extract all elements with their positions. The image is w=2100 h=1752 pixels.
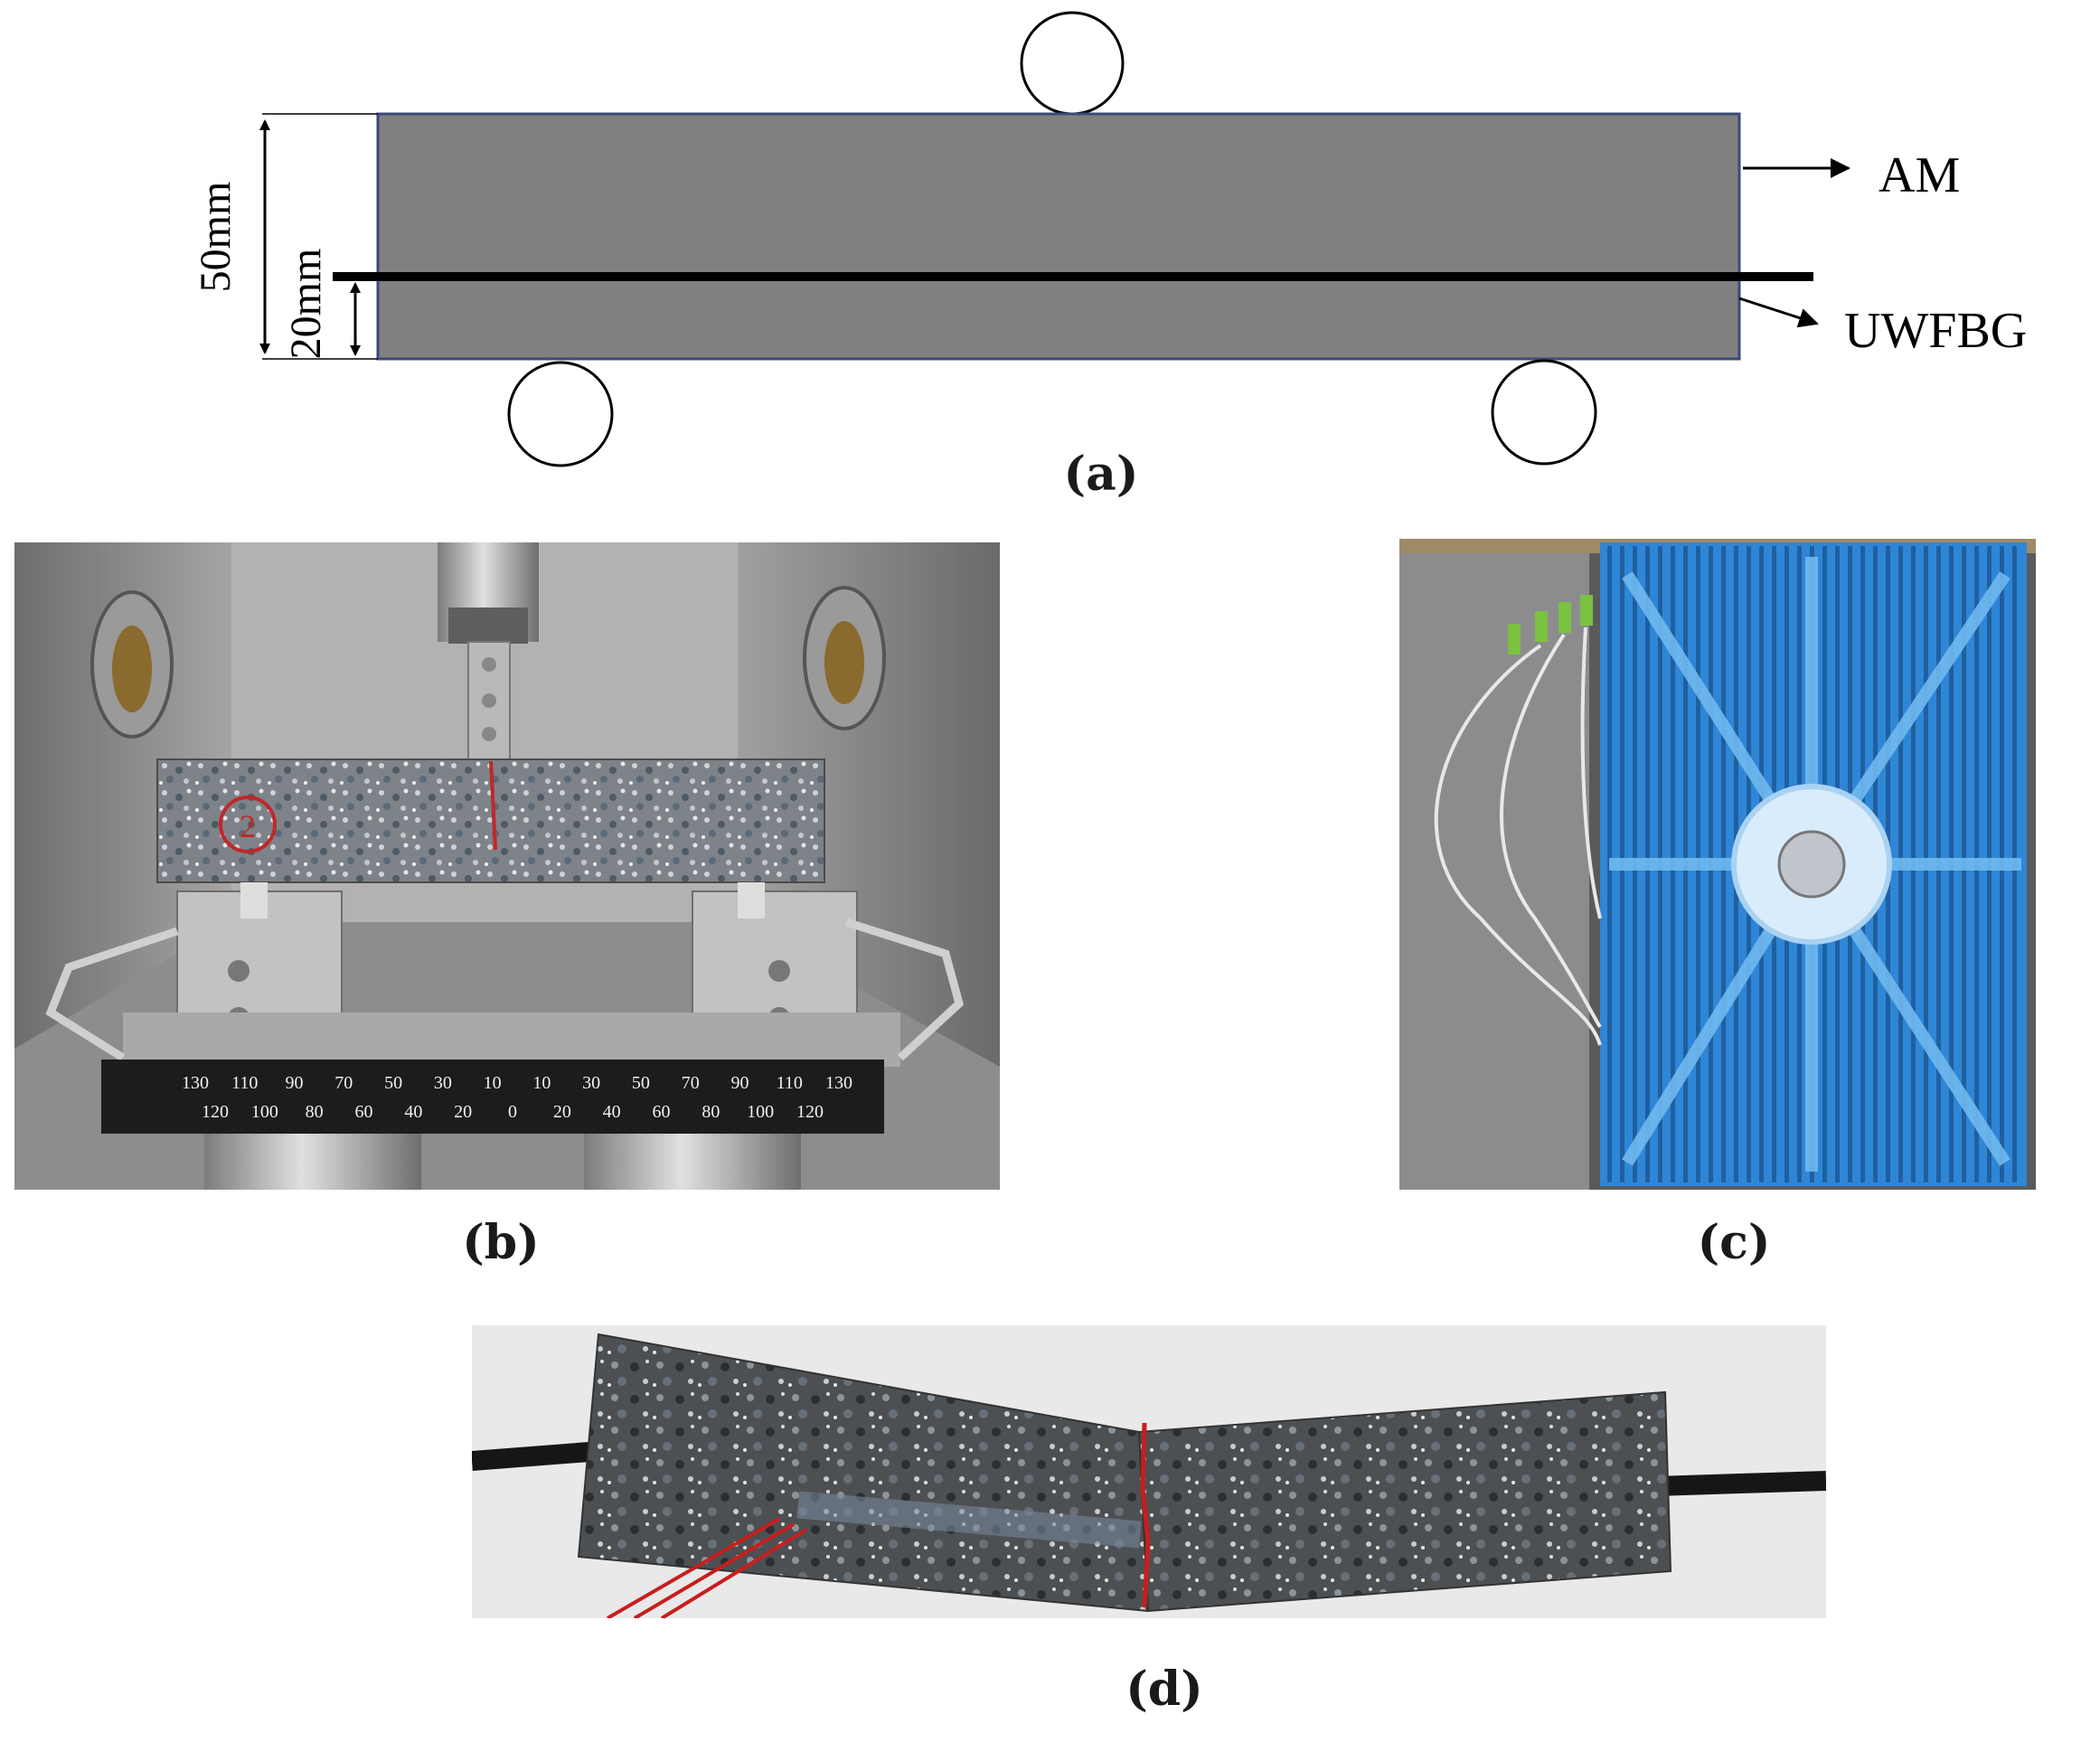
fixture-handle-right bbox=[844, 918, 965, 1061]
fan-hub bbox=[1777, 830, 1846, 899]
scale-tick-label: 60 bbox=[653, 1102, 671, 1122]
dim-50-label: 50mm bbox=[192, 182, 240, 293]
lead-wires bbox=[606, 1517, 808, 1618]
scale-tick-label: 100 bbox=[747, 1102, 774, 1122]
support-roller-right bbox=[1491, 359, 1597, 466]
scale-tick-label: 70 bbox=[682, 1073, 700, 1093]
scale-tick-label: 30 bbox=[582, 1073, 600, 1093]
scale-tick-label: 0 bbox=[508, 1102, 517, 1122]
scale-tick-label: 130 bbox=[825, 1073, 852, 1093]
loading-piston-collar bbox=[448, 608, 528, 644]
scale-tick-label: 50 bbox=[632, 1073, 650, 1093]
scale-tick-label: 100 bbox=[251, 1102, 278, 1122]
embedded-sensor bbox=[796, 1491, 1142, 1549]
scale-top-row: 130 110 90 70 50 30 10 10 30 50 70 90 110 130 bbox=[182, 1073, 852, 1093]
scale-tick-label: 80 bbox=[702, 1102, 720, 1122]
panel-b-photo: 2 130 110 90 70 50 30 10 10 30 50 70 90 110 130 120 10… bbox=[14, 542, 1000, 1190]
caption-b: (b) bbox=[462, 1215, 540, 1270]
scale-tick-label: 70 bbox=[334, 1073, 353, 1093]
scale-tick-label: 20 bbox=[454, 1102, 472, 1122]
base-cylinder-right bbox=[584, 1134, 801, 1190]
uwfbg-leader-arrow bbox=[1738, 297, 1819, 328]
specimen-mark-circle bbox=[219, 796, 277, 853]
specimen-crack-line bbox=[489, 760, 497, 851]
nose-bolt bbox=[482, 657, 496, 672]
scale-tick-label: 10 bbox=[532, 1073, 551, 1093]
scale-tick-label: 80 bbox=[306, 1102, 324, 1122]
scale-tick-label: 90 bbox=[730, 1073, 749, 1093]
fixture-rail bbox=[123, 1013, 900, 1067]
fiber-cable-right bbox=[1655, 1471, 1826, 1496]
support-roller-left bbox=[507, 361, 614, 467]
porthole-left bbox=[90, 590, 174, 739]
scale-tick-label: 120 bbox=[202, 1102, 229, 1122]
nose-bolt bbox=[482, 693, 496, 708]
caption-a: (a) bbox=[1063, 447, 1139, 502]
panel-a-schematic: 50mm 20mm AM UWFBG bbox=[192, 11, 2027, 467]
scale-plate bbox=[101, 1060, 884, 1134]
nose-bolt bbox=[482, 727, 496, 741]
scale-tick-label: 30 bbox=[434, 1073, 452, 1093]
crack-line bbox=[1140, 1422, 1151, 1608]
fiber-connectors bbox=[1508, 595, 1593, 655]
fiber-cables bbox=[1434, 626, 1602, 1046]
grey-board bbox=[1399, 553, 1589, 1190]
panel-d-photo bbox=[472, 1325, 1826, 1618]
scale-tick-label: 50 bbox=[384, 1073, 402, 1093]
uwfbg-label: UWFBG bbox=[1844, 303, 2027, 359]
beam bbox=[376, 112, 1741, 361]
am-label: AM bbox=[1879, 147, 1960, 203]
scale-tick-label: 120 bbox=[796, 1102, 824, 1122]
scale-tick-label: 110 bbox=[777, 1073, 803, 1093]
fiber-cable-left bbox=[472, 1442, 590, 1471]
scale-tick-label: 10 bbox=[484, 1073, 502, 1093]
scale-tick-label: 40 bbox=[404, 1102, 422, 1122]
scale-bottom-row: 120 100 80 60 40 20 0 20 40 60 80 100 120 bbox=[202, 1102, 824, 1122]
fixture-handle-left bbox=[45, 927, 179, 1061]
scale-tick-label: 40 bbox=[603, 1102, 621, 1122]
porthole-right bbox=[803, 586, 886, 730]
scale-tick-label: 130 bbox=[182, 1073, 209, 1093]
caption-c: (c) bbox=[1697, 1215, 1771, 1270]
specimen-right-half bbox=[1137, 1390, 1672, 1613]
scale-tick-label: 90 bbox=[286, 1073, 304, 1093]
scale-tick-label: 110 bbox=[231, 1073, 258, 1093]
dim-20-label: 20mm bbox=[282, 249, 330, 360]
scale-tick-label: 60 bbox=[355, 1102, 373, 1122]
scale-tick-label: 20 bbox=[553, 1102, 571, 1122]
panel-c-photo bbox=[1399, 539, 2036, 1190]
specimen-mark-text: 2 bbox=[240, 808, 256, 844]
base-cylinder-left bbox=[204, 1134, 421, 1190]
caption-d: (d) bbox=[1125, 1662, 1203, 1717]
load-roller bbox=[1020, 11, 1125, 116]
